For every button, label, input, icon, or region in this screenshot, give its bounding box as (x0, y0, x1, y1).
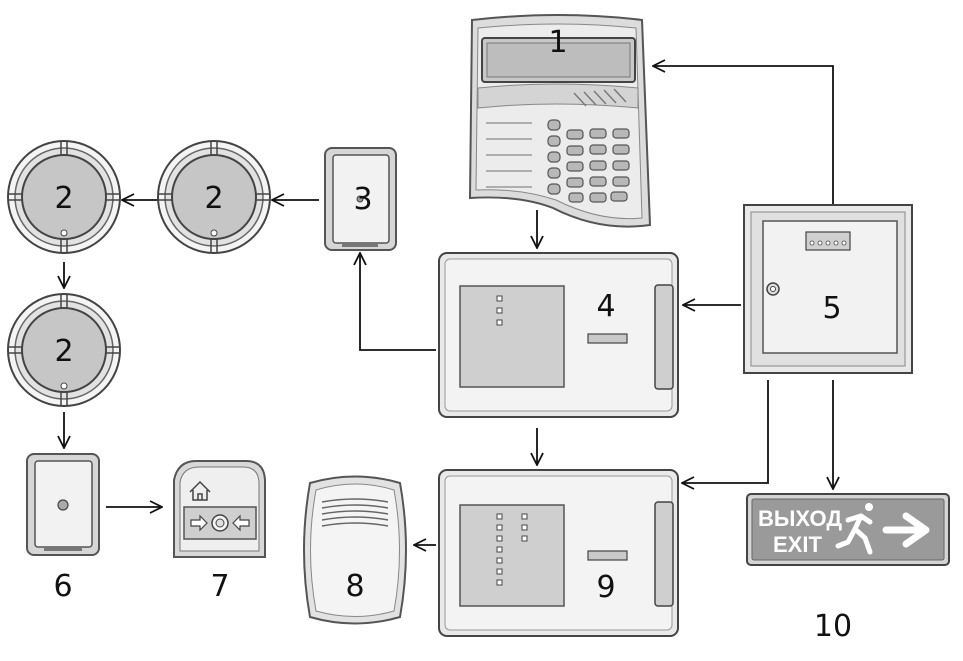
device-6: 6 (26, 453, 100, 604)
control-unit: 4 (438, 252, 679, 418)
keypad-buttons (547, 119, 630, 203)
arrow-5-to-1 (653, 66, 834, 205)
label-4: 4 (596, 289, 615, 324)
label-1: 1 (548, 25, 567, 60)
keypad-panel: 1 (468, 14, 652, 228)
siren-device: 8 (303, 475, 407, 625)
detector-2-middle: 2 (157, 140, 271, 254)
label-3: 3 (353, 182, 372, 217)
label-9: 9 (596, 570, 615, 605)
label-2-left: 2 (54, 181, 73, 216)
label-5: 5 (822, 291, 841, 326)
label-2-bottom: 2 (54, 334, 73, 369)
arrow-right-icon (190, 514, 208, 532)
exit-sign-line1: ВЫХОД (758, 506, 842, 531)
sensor-device: 3 (324, 147, 397, 251)
label-2-middle: 2 (204, 181, 223, 216)
exit-sign: ВЫХОД EXIT 10 (746, 493, 950, 644)
power-supply-box: 5 (743, 204, 913, 374)
label-8: 8 (345, 569, 364, 604)
home-icon (189, 480, 211, 501)
arrow-left-icon (232, 514, 250, 532)
label-10: 10 (814, 609, 852, 644)
arrow-right-sign-icon (882, 512, 930, 548)
label-7: 7 (210, 569, 229, 604)
relay-unit: 9 (438, 469, 679, 637)
running-man-icon (835, 503, 873, 555)
label-6: 6 (53, 569, 72, 604)
detector-2-bottom: 2 (7, 293, 121, 407)
detector-2-left: 2 (7, 140, 121, 254)
connection-arrows (64, 66, 833, 545)
arrow-4-to-3 (360, 253, 436, 351)
manual-call-point: 7 (173, 459, 266, 604)
arrow-5-to-9 (682, 380, 769, 483)
exit-sign-line2: EXIT (773, 532, 822, 557)
